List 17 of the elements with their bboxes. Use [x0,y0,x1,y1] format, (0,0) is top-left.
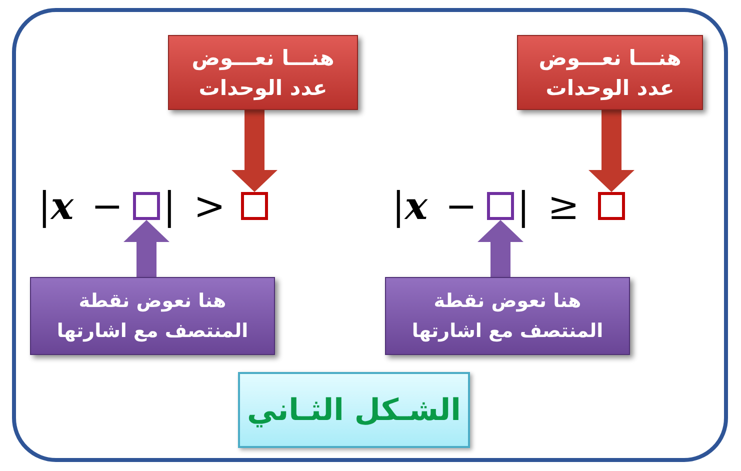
callout-box: هنـــا نعـــوض عدد الوحدات [168,35,358,110]
block-arrow [232,110,278,192]
placeholder-square [487,192,514,220]
callout-box: هنا نعوض نقطة المنتصف مع اشارتها [385,277,630,355]
placeholder-square [133,192,160,220]
callout-box: هنـــا نعـــوض عدد الوحدات [517,35,703,110]
block-arrow [478,220,524,277]
block-arrow [588,110,634,192]
caption-box: الشـكل الثـاني [238,372,470,448]
placeholder-square [241,192,268,220]
callout-box: هنا نعوض نقطة المنتصف مع اشارتها [30,277,275,355]
block-arrow [124,220,170,277]
math-expression: | > [163,184,226,228]
math-expression: |x − [38,184,124,228]
math-expression: | ≥ [517,184,580,228]
placeholder-square [598,192,625,220]
math-expression: |x − [392,184,478,228]
